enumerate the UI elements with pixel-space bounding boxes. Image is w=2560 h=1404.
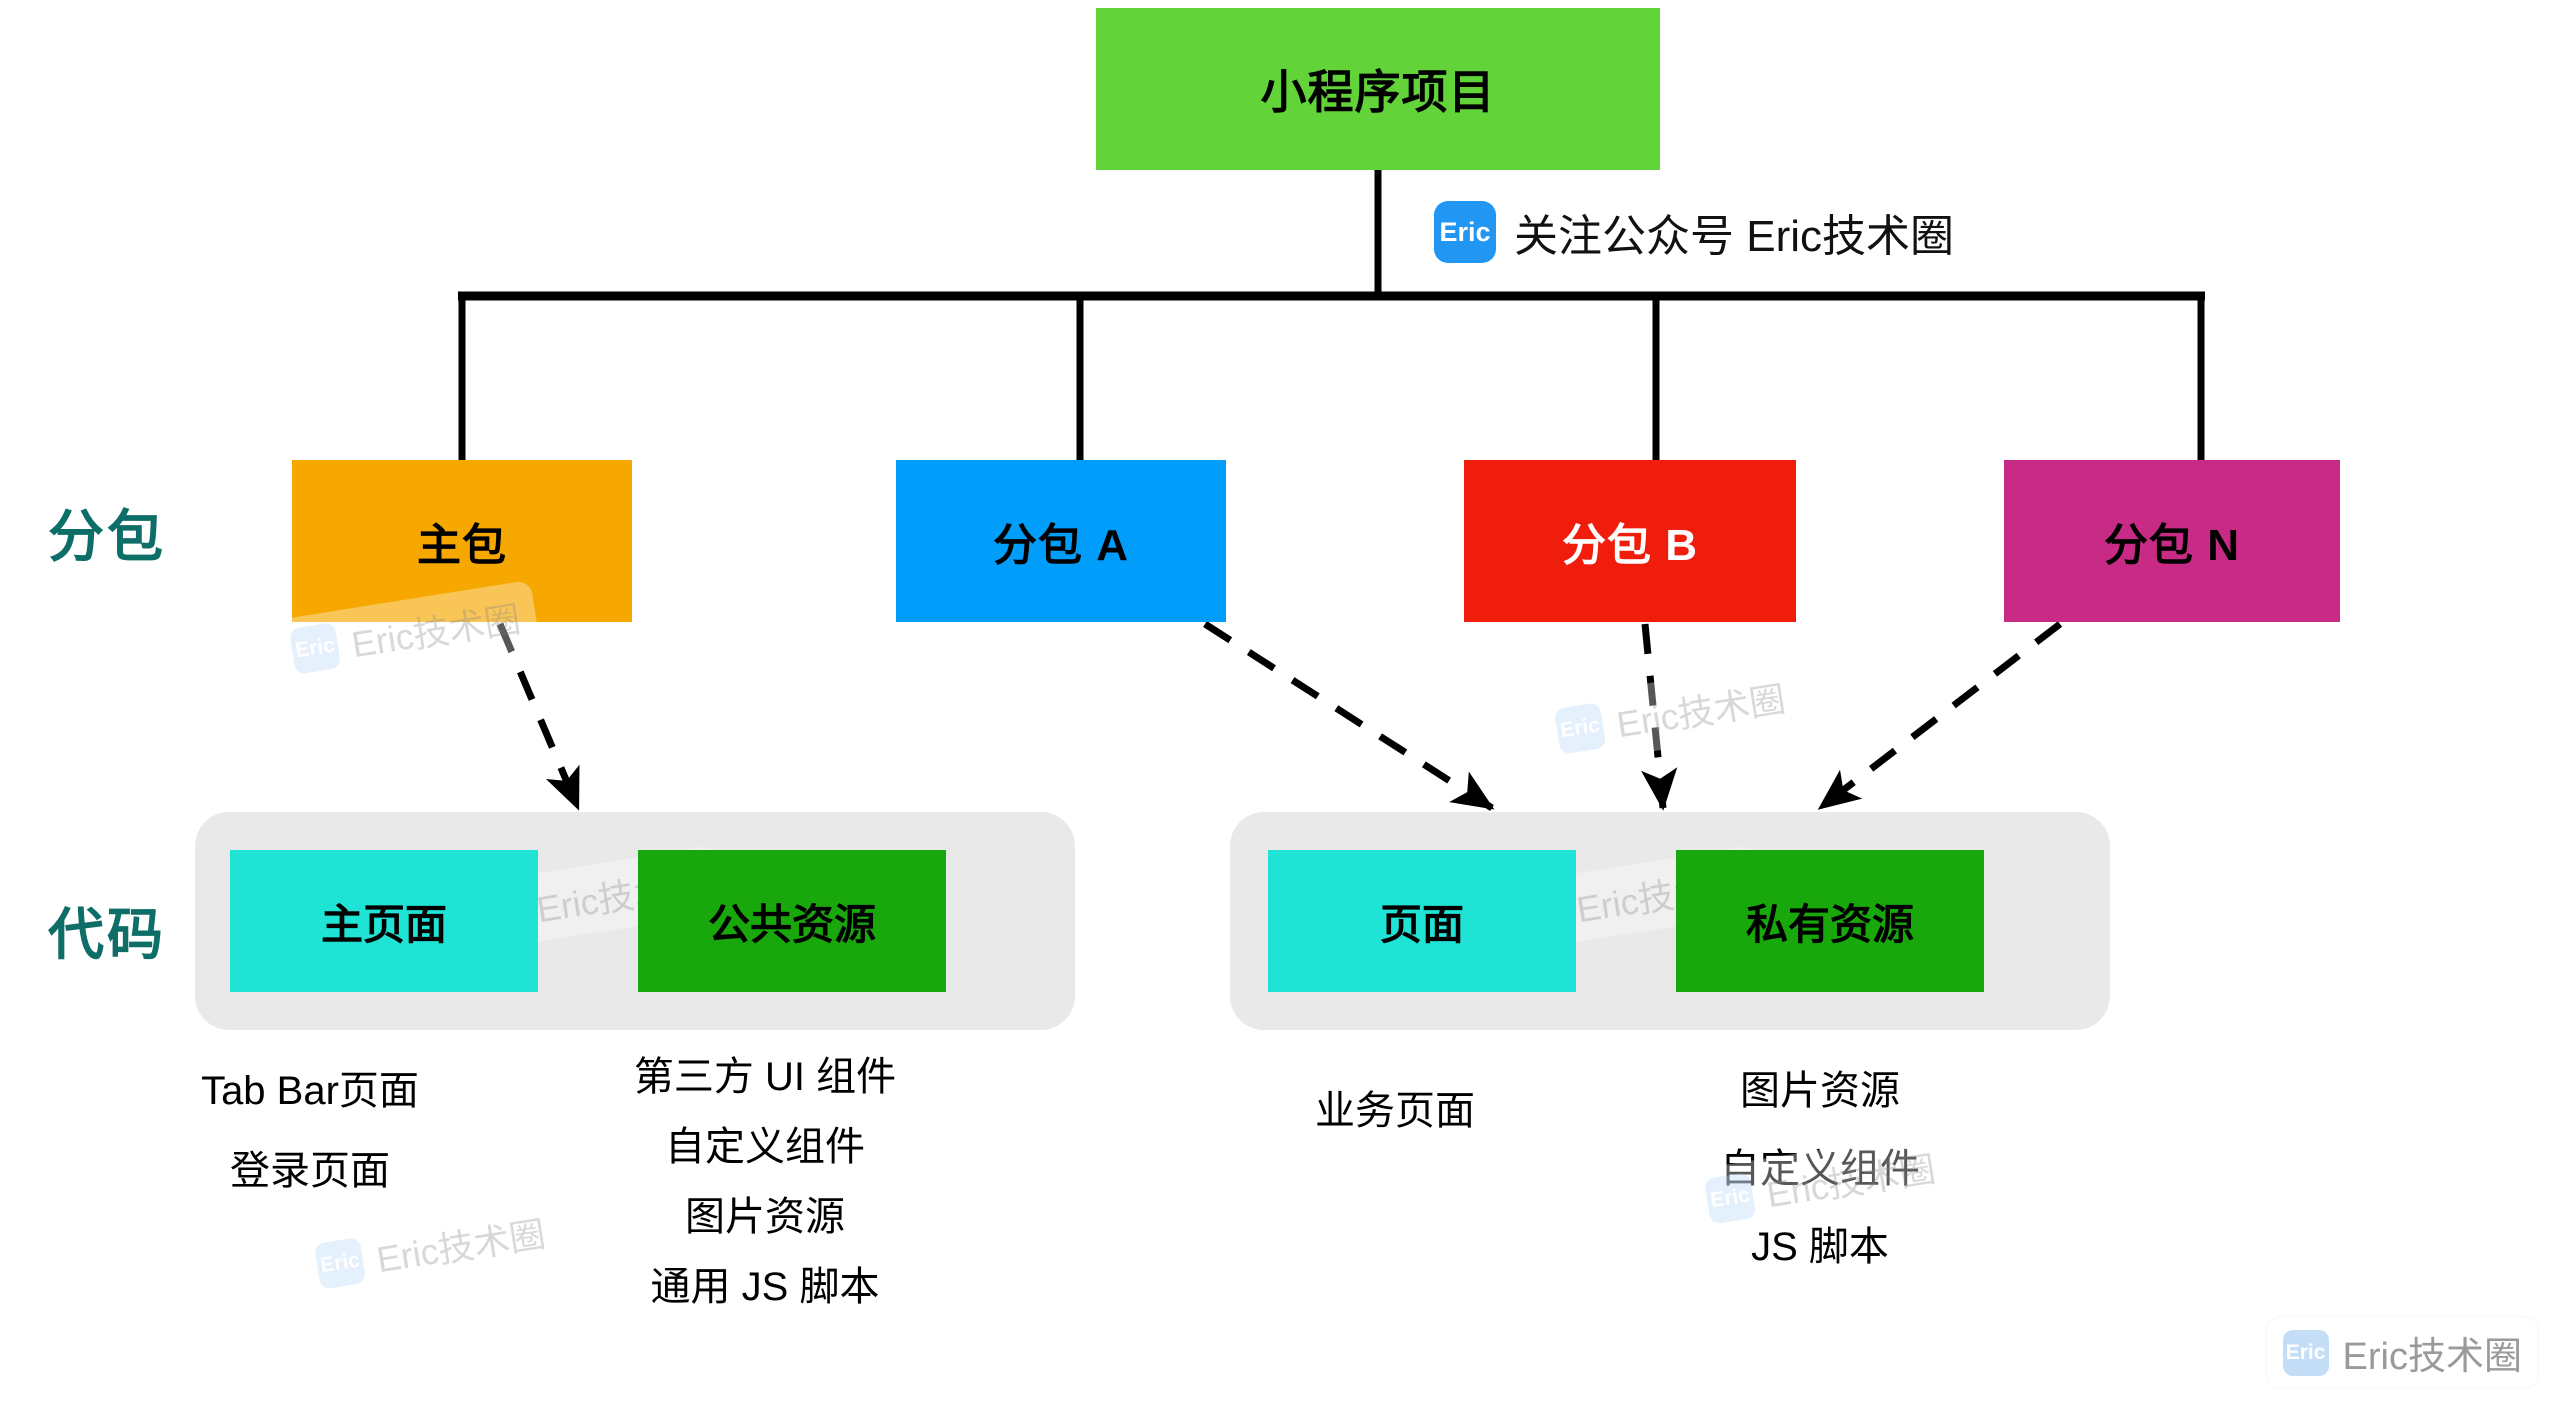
- node-package-main[interactable]: 主包: [292, 460, 632, 622]
- detail-line: 图片资源: [685, 1195, 845, 1239]
- node-package-b[interactable]: 分包 B: [1464, 460, 1796, 622]
- node-package-n-label: 分包 N: [2104, 521, 2240, 570]
- detail-line: 业务页面: [1315, 1089, 1475, 1133]
- detail-line: JS 脚本: [1751, 1225, 1889, 1269]
- eric-badge-icon: Eric: [1434, 201, 1496, 263]
- detail-column-private-resources: 图片资源 自定义组件 JS 脚本: [1620, 1062, 2020, 1296]
- detail-column-main-pages: Tab Bar页面 登录页面: [150, 1062, 470, 1222]
- chip-pages-label: 页面: [1379, 900, 1464, 948]
- chip-private-resources[interactable]: 私有资源: [1676, 850, 1984, 992]
- detail-line: 第三方 UI 组件: [633, 1055, 897, 1099]
- watermark: Eric Eric技术圈: [1536, 659, 1806, 769]
- row-label-packages: 分包: [48, 505, 166, 568]
- node-root-label: 小程序项目: [1260, 66, 1496, 118]
- eric-badge-icon: Eric: [1553, 702, 1607, 755]
- promo-banner: Eric 关注公众号 Eric技术圈: [1434, 200, 1954, 264]
- node-package-a-label: 分包 A: [993, 521, 1129, 570]
- chip-pages[interactable]: 页面: [1268, 850, 1576, 992]
- eric-badge-icon: Eric: [2282, 1329, 2329, 1376]
- chip-public-resources-label: 公共资源: [707, 900, 876, 948]
- detail-line: 自定义组件: [665, 1125, 865, 1169]
- watermark-text: Eric技术圈: [1613, 678, 1789, 746]
- node-package-b-label: 分包 B: [1562, 521, 1698, 570]
- detail-column-business-pages: 业务页面: [1230, 1082, 1560, 1140]
- node-package-n[interactable]: 分包 N: [2004, 460, 2340, 622]
- node-root[interactable]: 小程序项目: [1096, 8, 1660, 170]
- watermark-corner-text: Eric技术圈: [2342, 1336, 2522, 1378]
- detail-column-public-resources: 第三方 UI 组件 自定义组件 图片资源 通用 JS 脚本: [560, 1048, 970, 1328]
- detail-line: Tab Bar页面: [201, 1069, 419, 1113]
- chip-private-resources-label: 私有资源: [1745, 900, 1914, 948]
- eric-badge-icon: Eric: [313, 1237, 367, 1290]
- node-package-main-label: 主包: [417, 521, 507, 570]
- eric-badge-icon: Eric: [288, 622, 342, 675]
- detail-line: 登录页面: [230, 1149, 390, 1193]
- promo-text: 关注公众号 Eric技术圈: [1514, 212, 1954, 261]
- chip-public-resources[interactable]: 公共资源: [638, 850, 946, 992]
- detail-line: 通用 JS 脚本: [650, 1265, 880, 1309]
- detail-line: 图片资源: [1740, 1069, 1900, 1113]
- eric-badge-icon: Eric: [1703, 1172, 1757, 1225]
- detail-line: 自定义组件: [1620, 1140, 2020, 1198]
- chip-main-pages[interactable]: 主页面: [230, 850, 538, 992]
- chip-main-pages-label: 主页面: [320, 900, 447, 948]
- row-label-code: 代码: [48, 903, 166, 966]
- watermark-corner: Eric Eric技术圈: [2266, 1317, 2538, 1388]
- node-package-a[interactable]: 分包 A: [896, 460, 1226, 622]
